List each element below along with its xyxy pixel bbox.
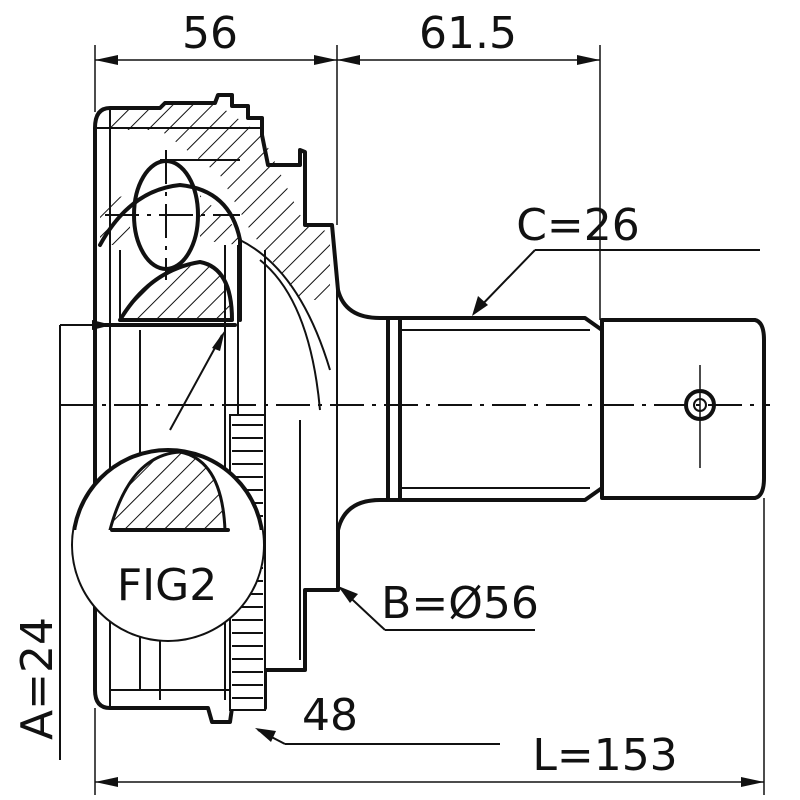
shaft — [336, 288, 766, 532]
top-dimension — [94, 45, 601, 320]
spline-c-leader — [472, 249, 760, 316]
dim-diameter-b: B=Ø56 — [381, 578, 539, 629]
length-dimension — [94, 498, 765, 795]
abs-ring-leader — [255, 728, 500, 745]
dim-length-l: L=153 — [532, 730, 677, 781]
thread-a-dimension — [59, 320, 112, 760]
dim-abs-ring: 48 — [302, 690, 358, 741]
dim-spline-c: C=26 — [516, 200, 640, 251]
dim-width-right: 61.5 — [419, 8, 517, 59]
fig2-label: FIG2 — [117, 560, 217, 611]
dim-width-left: 56 — [182, 8, 238, 59]
diameter-b-leader — [338, 586, 535, 631]
dim-thread-a: A=24 — [12, 617, 63, 740]
